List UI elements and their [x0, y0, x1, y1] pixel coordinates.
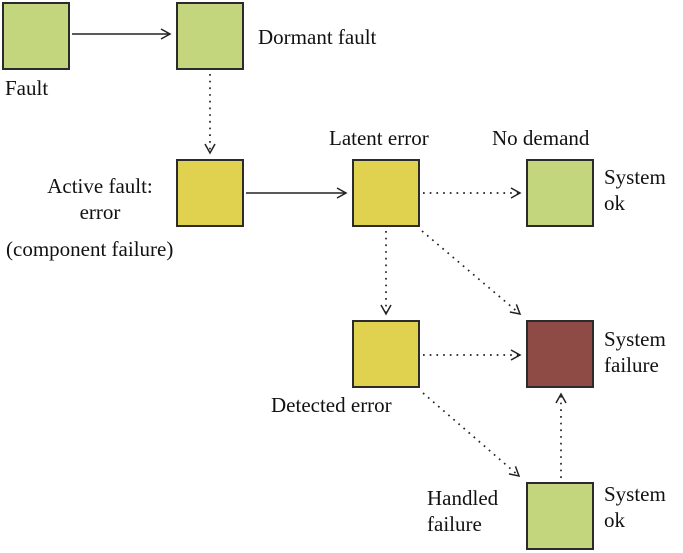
system-failure-node — [526, 320, 594, 388]
dormant-fault-node — [176, 2, 244, 70]
dormant-fault-label: Dormant fault — [258, 25, 377, 49]
handled-failure-label: Handled failure — [427, 486, 499, 536]
no-demand-node — [526, 159, 594, 227]
edge-latent-to-sysfailure — [421, 230, 522, 315]
no-demand-label: No demand — [492, 126, 590, 150]
system-ok-top-label: System ok — [604, 165, 666, 215]
detected-error-label: Detected error — [271, 393, 392, 417]
latent-error-label: Latent error — [329, 126, 429, 150]
active-fault-node — [176, 159, 244, 227]
edge-detected-to-handled — [422, 392, 521, 478]
system-failure-label: System failure — [604, 327, 666, 377]
active-fault-label: Active fault: error — [47, 174, 153, 224]
latent-error-node — [352, 159, 420, 227]
fault-node — [2, 2, 70, 70]
system-ok-bottom-label: System ok — [604, 482, 666, 532]
detected-error-node — [352, 320, 420, 388]
handled-failure-node — [526, 482, 594, 550]
fault-label: Fault — [5, 76, 49, 100]
component-failure-label: (component failure) — [6, 237, 174, 261]
